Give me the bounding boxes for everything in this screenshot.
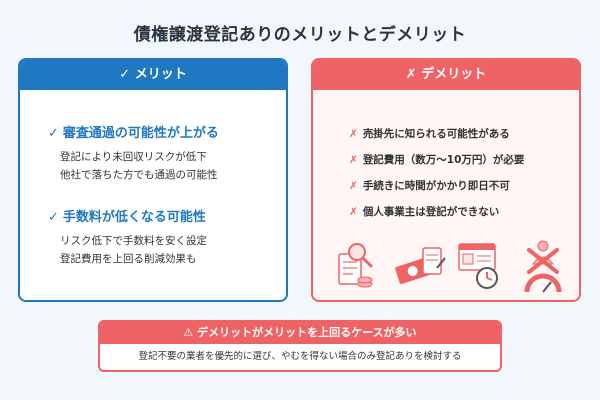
merit-item-2-detail: リスク低下で手数料を安く設定 登記費用を上回る削減効果も bbox=[60, 232, 207, 268]
merit-panel: ✓ メリット ✓審査通過の可能性が上がる 登記により未回収リスクが低下 他社で落… bbox=[18, 58, 288, 302]
cross-icon: ✗ bbox=[349, 128, 358, 140]
merit-item-1-line-1: 登記により未回収リスクが低下 bbox=[60, 151, 207, 163]
notice-header: ⚠ デメリットがメリットを上回るケースが多い bbox=[100, 322, 500, 344]
merit-item-1-line-2: 他社で落ちた方でも通過の可能性 bbox=[60, 169, 218, 181]
certificate-clock-icon bbox=[458, 243, 498, 289]
check-icon: ✓ bbox=[48, 210, 59, 225]
page-title: 債権譲渡登記ありのメリットとデメリット bbox=[133, 25, 467, 45]
cross-icon: ✗ bbox=[349, 206, 358, 218]
notice-text: 登記不要の業者を優先的に選び、やむを得ない場合のみ登記ありを検討する bbox=[138, 351, 462, 362]
check-icon: ✓ bbox=[48, 126, 59, 141]
merit-item-2-line-1: リスク低下で手数料を安く設定 bbox=[60, 235, 207, 247]
money-contract-icon bbox=[395, 247, 446, 285]
demerit-header: ✗ デメリット bbox=[313, 60, 579, 90]
cross-icon: ✗ bbox=[349, 154, 358, 166]
demerit-item-1: ✗売掛先に知られる可能性がある bbox=[349, 128, 510, 140]
merit-item-2-title: ✓手数料が低くなる可能性 bbox=[48, 210, 206, 225]
merit-item-2-line-2: 登記費用を上回る削減効果も bbox=[60, 253, 197, 265]
merit-item-1-detail: 登記により未回収リスクが低下 他社で落ちた方でも通過の可能性 bbox=[60, 148, 218, 184]
demerit-illustrations bbox=[327, 238, 567, 294]
merit-header: ✓ メリット bbox=[20, 60, 286, 90]
demerit-item-2: ✗登記費用（数万〜10万円）が必要 bbox=[349, 154, 525, 166]
demerit-item-4: ✗個人事業主は登記ができない bbox=[349, 206, 500, 218]
notice-box: ⚠ デメリットがメリットを上回るケースが多い 登記不要の業者を優先的に選び、やむ… bbox=[98, 320, 502, 372]
person-cross-gauge-icon bbox=[524, 240, 562, 293]
demerit-item-3: ✗手続きに時間がかかり即日不可 bbox=[349, 180, 510, 192]
merit-item-1-title: ✓審査通過の可能性が上がる bbox=[48, 126, 219, 141]
magnifier-document-icon bbox=[338, 243, 373, 288]
demerit-panel: ✗ デメリット ✗売掛先に知られる可能性がある ✗登記費用（数万〜10万円）が必… bbox=[311, 58, 581, 302]
cross-icon: ✗ bbox=[349, 180, 358, 192]
